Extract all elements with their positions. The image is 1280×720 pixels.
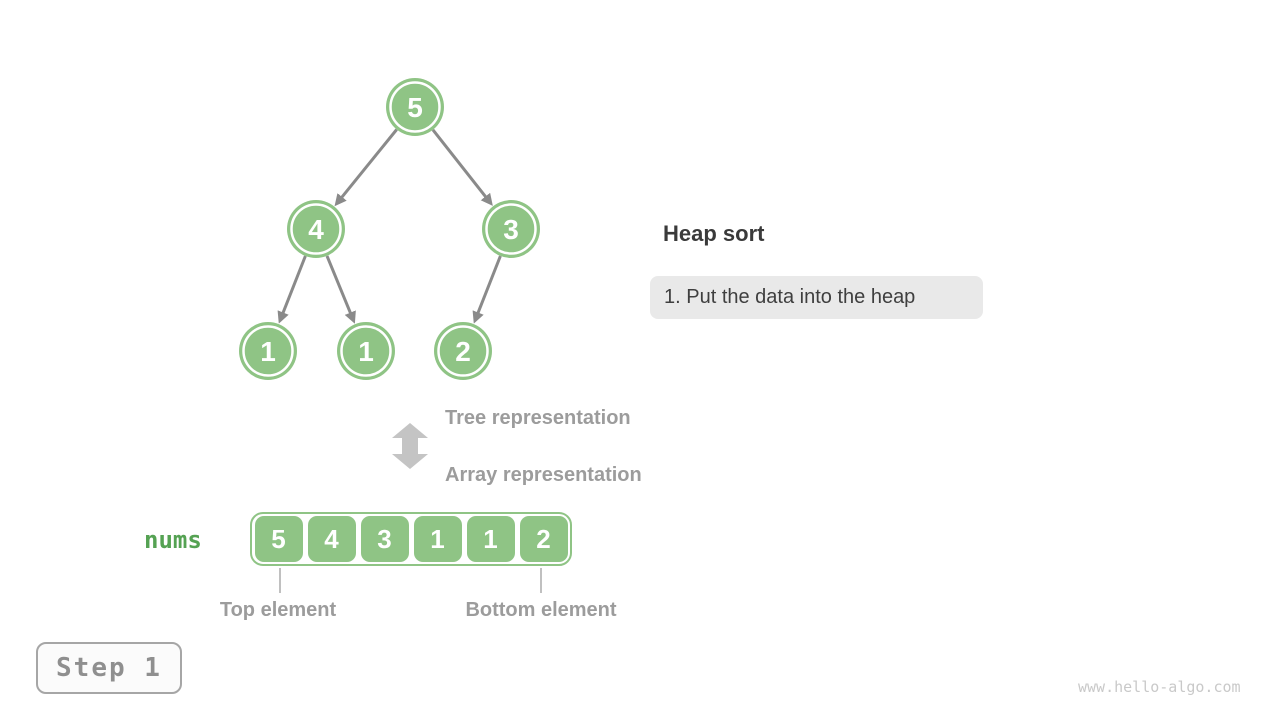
node-circle bbox=[337, 322, 395, 380]
node-circle bbox=[287, 200, 345, 258]
array-variable-name: nums bbox=[144, 526, 202, 554]
node-value: 1 bbox=[358, 336, 374, 367]
array-cell: 2 bbox=[519, 516, 568, 562]
edge-root-left bbox=[334, 128, 398, 207]
step-badge: Step 1 bbox=[36, 642, 182, 694]
step-callout: 1. Put the data into the heap bbox=[650, 276, 983, 319]
bottom-element-label: Bottom element bbox=[465, 599, 617, 621]
tree-node-leaf-3: 2 bbox=[434, 322, 492, 380]
page-title: Heap sort bbox=[663, 221, 765, 246]
tree-node-leaf-2: 1 bbox=[337, 322, 395, 380]
tree-node-leaf-1: 1 bbox=[239, 322, 297, 380]
node-ring bbox=[290, 203, 342, 255]
edge-left-right bbox=[325, 255, 356, 324]
array-cell: 3 bbox=[360, 516, 409, 562]
edge-right-left bbox=[472, 255, 502, 324]
tree-node-right: 3 bbox=[482, 200, 540, 258]
node-value: 1 bbox=[260, 336, 276, 367]
array-container: 5 4 3 1 1 2 bbox=[250, 512, 572, 566]
node-value: 2 bbox=[455, 336, 471, 367]
node-value: 4 bbox=[308, 214, 324, 245]
node-ring bbox=[485, 203, 537, 255]
edge-left-left bbox=[277, 255, 307, 324]
array-pointer-lines bbox=[279, 568, 542, 593]
edge-root-right bbox=[431, 128, 493, 206]
tree-node-root: 5 bbox=[386, 78, 444, 136]
node-ring bbox=[340, 325, 392, 377]
array-cell: 5 bbox=[254, 516, 303, 562]
watermark: www.hello-algo.com bbox=[1078, 678, 1241, 696]
array-cell: 1 bbox=[413, 516, 462, 562]
top-element-label: Top element bbox=[219, 599, 337, 621]
node-circle bbox=[239, 322, 297, 380]
array-representation-label: Array representation bbox=[445, 464, 642, 486]
tree-node-left: 4 bbox=[287, 200, 345, 258]
node-ring bbox=[389, 81, 441, 133]
array-cell: 1 bbox=[466, 516, 515, 562]
node-ring bbox=[242, 325, 294, 377]
node-value: 5 bbox=[407, 92, 423, 123]
tree-edges bbox=[277, 128, 502, 324]
array-cell: 4 bbox=[307, 516, 356, 562]
node-circle bbox=[482, 200, 540, 258]
tree-representation-label: Tree representation bbox=[445, 407, 631, 429]
node-circle bbox=[434, 322, 492, 380]
node-value: 3 bbox=[503, 214, 519, 245]
double-arrow-icon bbox=[392, 423, 428, 469]
node-ring bbox=[437, 325, 489, 377]
node-circle bbox=[386, 78, 444, 136]
